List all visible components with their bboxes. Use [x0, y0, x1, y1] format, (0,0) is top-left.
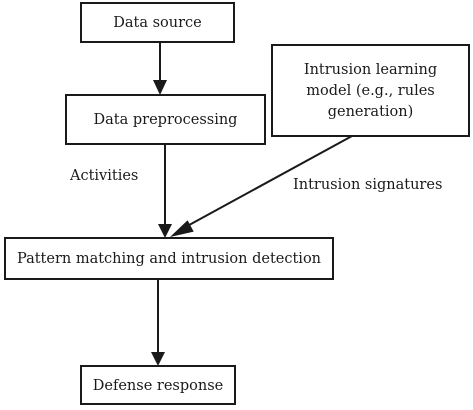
node-data-preprocessing: Data preprocessing [65, 94, 266, 145]
edge-label-activities: Activities [69, 168, 138, 184]
node-pattern-matching: Pattern matching and intrusion detection [4, 237, 334, 280]
arrowhead-icon [170, 220, 194, 237]
node-data-source-label: Data source [113, 15, 202, 31]
node-data-source: Data source [80, 2, 235, 43]
node-pattern-matching-label: Pattern matching and intrusion detection [17, 251, 321, 267]
edge-source-to-preprocessing [153, 42, 167, 95]
node-learning-model-label-line-1: Intrusion learning [304, 62, 437, 78]
node-defense-response-label: Defense response [93, 378, 223, 394]
arrowhead-icon [151, 352, 165, 366]
node-defense-response: Defense response [80, 365, 236, 405]
arrowhead-icon [153, 80, 167, 95]
node-learning-model-label-line-3: generation) [328, 104, 414, 120]
edge-pattern-matching-to-defense-response [151, 279, 165, 366]
edge-preprocessing-to-pattern-matching [158, 144, 172, 238]
arrowhead-icon [158, 224, 172, 238]
edge-learning-model-to-pattern-matching [170, 135, 353, 237]
node-data-preprocessing-label: Data preprocessing [94, 112, 238, 128]
edge-label-intrusion-signatures: Intrusion signatures [293, 177, 442, 193]
node-intrusion-learning-model: Intrusion learning model (e.g., rules ge… [271, 44, 470, 137]
node-learning-model-label-line-2: model (e.g., rules [306, 83, 434, 99]
